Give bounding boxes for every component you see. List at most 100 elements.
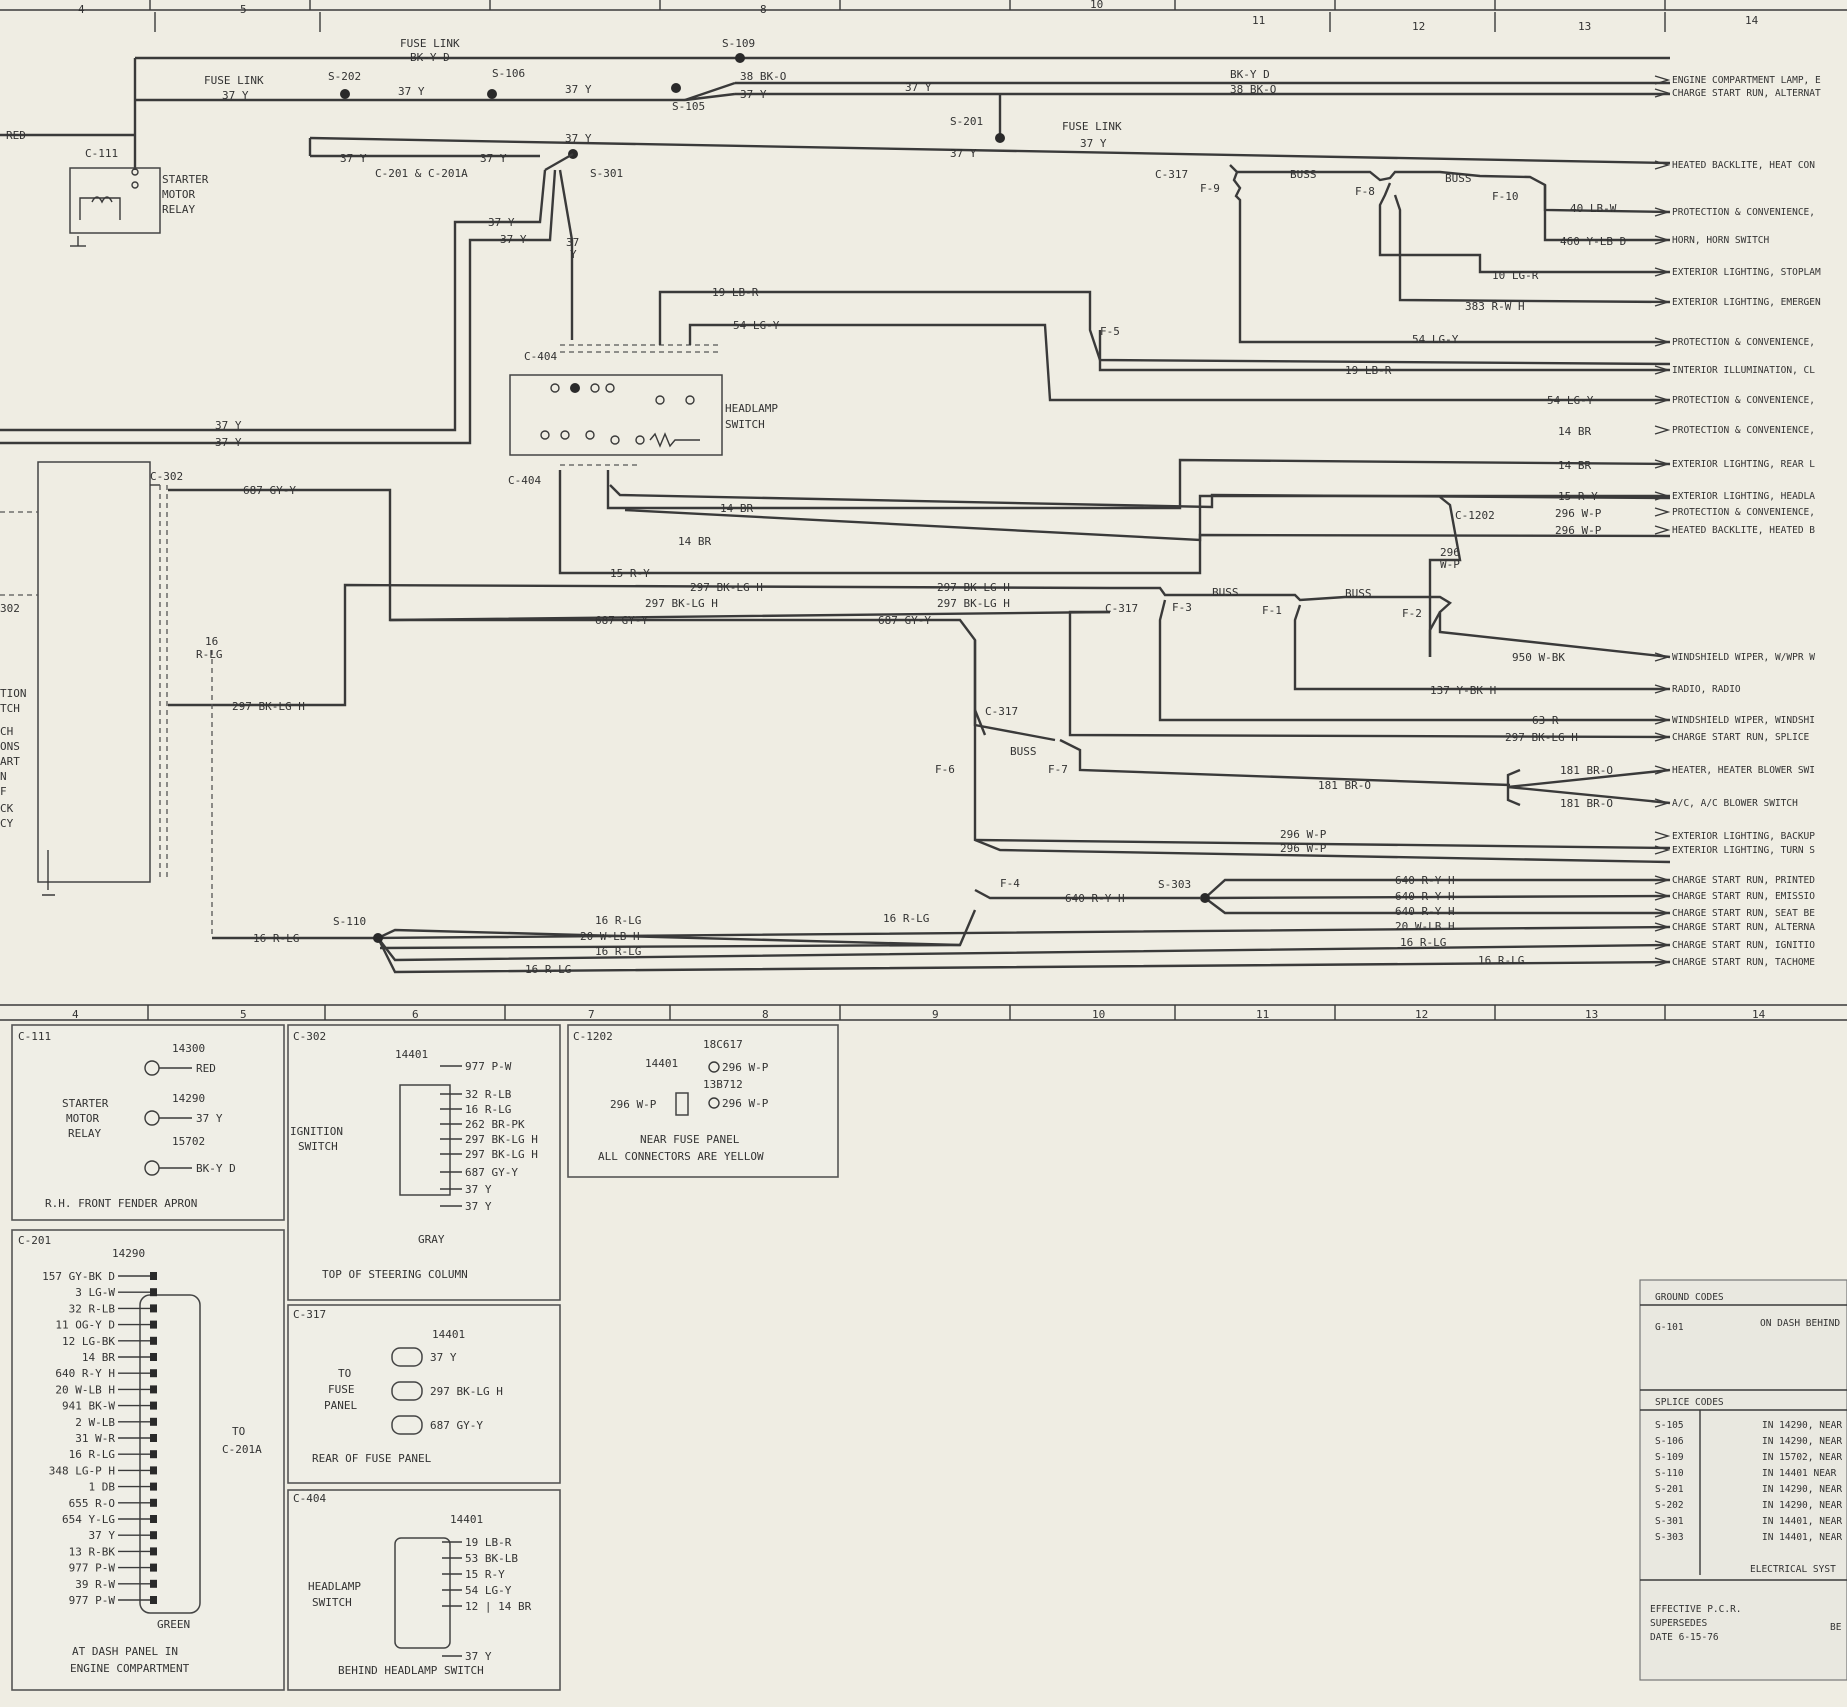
- wire-label-14br-2: 14 BR: [678, 535, 711, 548]
- wire-label-181bro-3: 181 BR-O: [1560, 797, 1613, 810]
- panel-c111-device-3: RELAY: [68, 1127, 101, 1140]
- destination-list: ENGINE COMPARTMENT LAMP, E CHARGE START R…: [1654, 75, 1821, 968]
- wire-label-rlg-v: R-LG: [196, 648, 223, 661]
- ruler-top-8: 8: [760, 3, 767, 16]
- connector-label-c317-mid: C-317: [1105, 602, 1138, 615]
- panel-c201-caption-2: ENGINE COMPARTMENT: [70, 1662, 190, 1675]
- panel-c404-device-2: SWITCH: [312, 1596, 352, 1609]
- splice-node-s105: [671, 83, 681, 93]
- wire-label-16rlg-4: 16 R-LG: [595, 914, 641, 927]
- panel-c201-wire: 11 OG-Y D: [55, 1319, 115, 1332]
- destination-arrow: [1654, 922, 1671, 932]
- panel-c201-green: GREEN: [157, 1618, 190, 1631]
- panel-c404-device-1: HEADLAMP: [308, 1580, 361, 1593]
- destination-arrow: [1654, 507, 1671, 517]
- wire-label-y-v: Y: [570, 248, 577, 261]
- panel-c302-wire: 687 GY-Y: [465, 1166, 518, 1179]
- ruler-mid-6: 6: [412, 1008, 419, 1021]
- connector-label-c404-bot: C-404: [508, 474, 541, 487]
- wire-label-181bro-2: 181 BR-O: [1560, 764, 1613, 777]
- wire-label-640ry-3: 640 R-Y H: [1395, 890, 1455, 903]
- wire-label-40lbw: 40 LB-W: [1570, 202, 1617, 215]
- panel-c404-part: 14401: [450, 1513, 483, 1526]
- panel-c201-pin: [150, 1531, 157, 1540]
- fuse-label-f9: F-9: [1200, 182, 1220, 195]
- ign-left-label-8: CK: [0, 802, 14, 815]
- destination-label: INTERIOR ILLUMINATION, CL: [1672, 365, 1815, 376]
- panel-c111-wire-3: BK-Y D: [196, 1162, 236, 1175]
- wire-label-297bklg-4: 297 BK-LG H: [937, 581, 1010, 594]
- ign-left-label-4: ONS: [0, 740, 20, 753]
- wire-label-20wlb-2: 20 W-LB H: [580, 930, 640, 943]
- panel-c111-device-2: MOTOR: [66, 1112, 99, 1125]
- destination-arrow: [1654, 732, 1671, 742]
- buss-label-2: BUSS: [1445, 172, 1472, 185]
- wire-label-16rlg-1: 16 R-LG: [253, 932, 299, 945]
- fuse-label-f6: F-6: [935, 763, 955, 776]
- panel-c302: C-302 14401 IGNITION SWITCH 977 P-W32 R-…: [287, 1024, 561, 1301]
- destination-label: CHARGE START RUN, EMISSIO: [1672, 891, 1815, 902]
- wire-label-640ry-2: 640 R-Y H: [1395, 874, 1455, 887]
- destination-arrow: [1654, 891, 1671, 901]
- panel-c404-wire: 19 LB-R: [465, 1536, 512, 1549]
- wire-label-15ry-2: 15 R-Y: [1558, 490, 1598, 503]
- destination-label: WINDSHIELD WIPER, W/WPR W: [1672, 652, 1815, 663]
- splice-label-s109: S-109: [722, 37, 755, 50]
- splice-code-id: S-202: [1655, 1500, 1684, 1511]
- wire-label-297bklg-2: 297 BK-LG H: [690, 581, 763, 594]
- fuse-link-label-left: FUSE LINK: [204, 74, 264, 87]
- panel-c201-pin: [150, 1272, 157, 1280]
- panel-c111-part-1: 14300: [172, 1042, 205, 1055]
- panel-c201-to-2: C-201A: [222, 1443, 262, 1456]
- splice-label-s105: S-105: [672, 100, 705, 113]
- destination-arrow: [1654, 525, 1671, 535]
- panel-c302-wire: 297 BK-LG H: [465, 1148, 538, 1161]
- destination-label: PROTECTION & CONVENIENCE,: [1672, 507, 1815, 518]
- panel-c201-pin: [150, 1482, 157, 1491]
- wire-label-296-v: 296: [1440, 546, 1460, 559]
- buss-label-1: BUSS: [1290, 168, 1317, 181]
- destination-label: CHARGE START RUN, SEAT BE: [1672, 908, 1815, 919]
- effective-line-2: SUPERSEDES: [1650, 1618, 1707, 1629]
- wire-label-181bro-1: 181 BR-O: [1318, 779, 1371, 792]
- splice-node-s106: [487, 89, 497, 99]
- wire-label-16rlg-7: 16 R-LG: [525, 963, 571, 976]
- fuse-label-f1: F-1: [1262, 604, 1282, 617]
- panel-c302-wire: 37 Y: [465, 1200, 492, 1213]
- splice-label-s301: S-301: [590, 167, 623, 180]
- panel-c201-wire: 16 R-LG: [69, 1448, 115, 1461]
- panel-c201-wire: 655 R-O: [69, 1497, 115, 1510]
- destination-arrow: [1654, 337, 1671, 347]
- connector-label-c404-top: C-404: [524, 350, 557, 363]
- panel-c201-wire: 1 DB: [89, 1481, 116, 1494]
- wire-label-37-v: 37: [566, 236, 579, 249]
- destination-label: ENGINE COMPARTMENT LAMP, E: [1672, 75, 1821, 86]
- wire-label-37y-3: 37 Y: [565, 83, 592, 96]
- code-tables: GROUND CODES G-101 ON DASH BEHIND SPLICE…: [1639, 1279, 1847, 1681]
- splice-codes-title: SPLICE CODES: [1655, 1397, 1724, 1408]
- panel-c1202-wire-2: 296 W-P: [722, 1097, 769, 1110]
- panel-c111-wire-1: RED: [196, 1062, 216, 1075]
- panel-c201-pin: [150, 1547, 157, 1556]
- panel-c1202: C-1202 18C617 14401 13B712 296 W-P 296 W…: [567, 1024, 839, 1178]
- ruler-mid-8: 8: [762, 1008, 769, 1021]
- panel-c201-pin: [150, 1353, 157, 1361]
- panel-c201-wire: 640 R-Y H: [55, 1367, 115, 1380]
- feed-wires: [0, 56, 1671, 170]
- wire-label-red: RED: [6, 129, 26, 142]
- panel-c317-device-2: FUSE: [328, 1383, 355, 1396]
- wire-label-460ylb: 460 Y-LB D: [1560, 235, 1626, 248]
- panel-c201-pin: [150, 1450, 157, 1459]
- panel-c302-wire: 16 R-LG: [465, 1103, 511, 1116]
- panel-c201-wire: 977 P-W: [69, 1562, 116, 1575]
- splice-label-s110: S-110: [333, 915, 366, 928]
- ign-left-label-1: TION: [0, 687, 27, 700]
- ruler-top-10: 10: [1090, 0, 1103, 11]
- starter-relay-label-1: STARTER: [162, 173, 209, 186]
- wire-label-16rlg-6: 16 R-LG: [595, 945, 641, 958]
- ign-left-label-2: TCH: [0, 702, 20, 715]
- wire-label-687gyy-2: 687 GY-Y: [595, 614, 648, 627]
- ruler-top-14: 14: [1745, 14, 1759, 27]
- ign-left-label-6: N: [0, 770, 7, 783]
